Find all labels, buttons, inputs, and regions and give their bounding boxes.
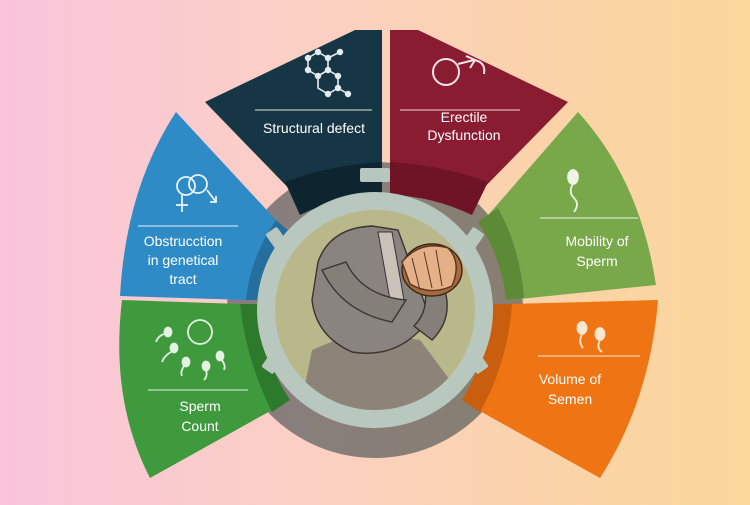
segment-label: Dysfunction: [427, 127, 500, 143]
segment-label: Obstrucction: [144, 233, 223, 249]
segment-shape: [120, 112, 276, 300]
segment-label: Volume of: [539, 371, 601, 387]
segment-obstruction: Obstrucction in genetical tract: [120, 112, 290, 300]
interlocked-gender-icon: [176, 174, 217, 212]
egg-sperm-icon: [155, 319, 226, 381]
segment-shape: [390, 30, 568, 200]
distressed-man-illustration: [275, 210, 475, 410]
segment-label: tract: [169, 271, 196, 287]
segment-label: Sperm: [179, 398, 220, 414]
segment-label: Count: [181, 418, 218, 434]
segment-label: Structural defect: [263, 120, 365, 136]
sperm-pair-icon: [576, 321, 606, 353]
segment-sperm-count: Sperm Count: [119, 300, 290, 478]
segment-shape: [482, 112, 656, 300]
segment-erectile-dysfunction: Erectile Dysfunction: [390, 30, 568, 215]
segment-label: Mobility of: [565, 233, 628, 249]
segment-label: Semen: [548, 391, 592, 407]
segment-shape: [119, 300, 272, 478]
sperm-icon: [567, 169, 579, 213]
hexagon-network-icon: [304, 48, 352, 98]
segment-label: in genetical: [148, 252, 219, 268]
segment-mobility-of-sperm: Mobility of Sperm: [478, 112, 656, 300]
segment-shape: [478, 300, 658, 478]
male-symbol-icon: [432, 55, 486, 86]
segment-shape: [205, 30, 382, 200]
segment-structural-defect: Structural defect: [205, 30, 382, 215]
segment-label: Erectile: [441, 109, 488, 125]
segment-label: Sperm: [576, 253, 617, 269]
segment-volume-of-semen: Volume of Semen: [462, 300, 658, 478]
